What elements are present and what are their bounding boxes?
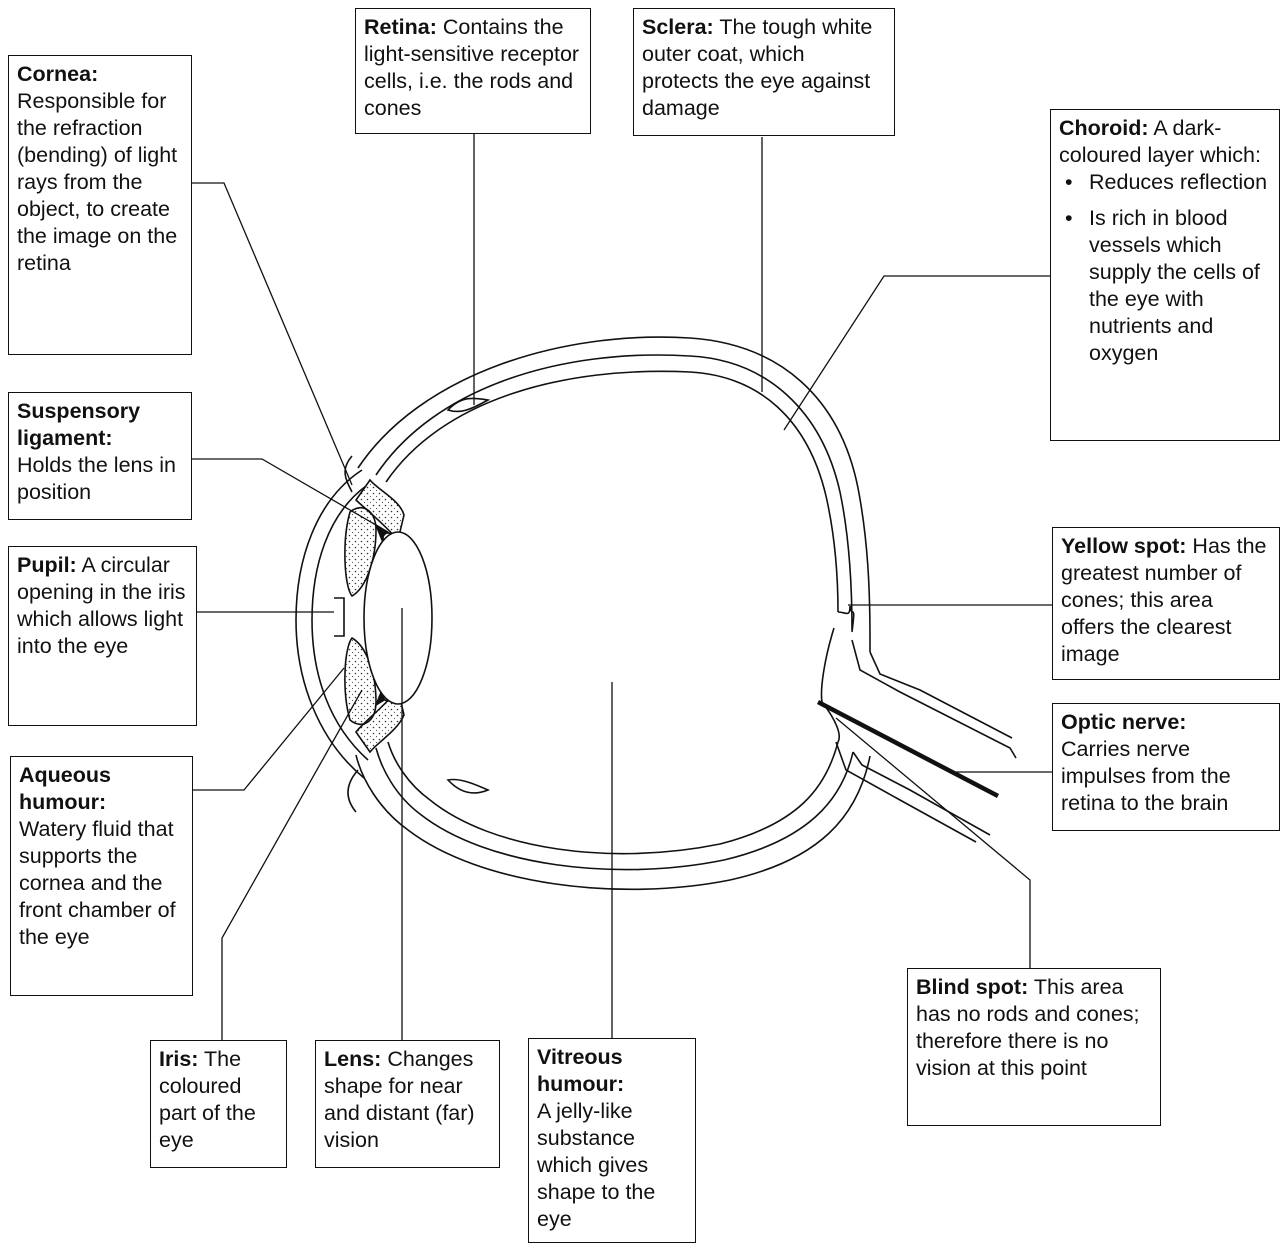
term-vitreous: Vitreous humour:	[537, 1045, 625, 1096]
choroid-bullet: Is rich in blood vessels which supply th…	[1065, 205, 1271, 367]
term-suspensory: Suspensory ligament:	[17, 399, 141, 450]
label-pupil: Pupil: A circular opening in the iris wh…	[8, 546, 197, 726]
retina-line	[385, 370, 839, 613]
desc-lens: Changes shape for near and distant (far)…	[324, 1047, 475, 1152]
choroid-bullet: Reduces reflection	[1065, 169, 1271, 196]
desc-optic-nerve: Carries nerve impulses from the retina t…	[1061, 737, 1231, 815]
term-blind-spot: Blind spot:	[916, 975, 1029, 999]
optic-nerve-upper	[851, 639, 1017, 759]
label-vitreous-humour: Vitreous humour: A jelly-like substance …	[528, 1038, 696, 1243]
label-lens: Lens: Changes shape for near and distant…	[315, 1040, 500, 1168]
sclera-outer	[357, 336, 871, 652]
desc-suspensory: Holds the lens in position	[17, 453, 176, 504]
sclera-outer-lower	[355, 754, 871, 891]
sclera-inner	[375, 354, 853, 631]
label-choroid: Choroid: A dark-coloured layer which: Re…	[1050, 109, 1280, 441]
term-pupil: Pupil:	[17, 553, 77, 577]
optic-nerve-lower	[852, 751, 991, 836]
term-retina: Retina:	[364, 15, 437, 39]
term-choroid: Choroid:	[1059, 116, 1149, 140]
iris-upper	[344, 506, 377, 598]
label-blind-spot: Blind spot: This area has no rods and co…	[907, 968, 1161, 1126]
term-optic-nerve: Optic nerve:	[1061, 710, 1187, 734]
desc-retina: Contains the light-sensitive receptor ce…	[364, 15, 580, 120]
desc-iris: The coloured part of the eye	[159, 1047, 256, 1152]
term-aqueous: Aqueous humour:	[19, 763, 111, 814]
optic-nerve-top	[869, 651, 1013, 739]
label-yellow-spot: Yellow spot: Has the greatest number of …	[1052, 527, 1280, 680]
cornea-inner	[311, 485, 369, 761]
label-retina: Retina: Contains the light-sensitive rec…	[355, 8, 591, 134]
yellow-spot-notch	[837, 605, 855, 633]
term-cornea: Cornea:	[17, 62, 99, 86]
label-iris: Iris: The coloured part of the eye	[150, 1040, 287, 1168]
label-aqueous-humour: Aqueous humour: Watery fluid that suppor…	[10, 756, 193, 996]
desc-aqueous: Watery fluid that supports the cornea an…	[19, 817, 176, 949]
cornea-outer	[295, 469, 365, 779]
desc-sclera: The tough white outer coat, which protec…	[642, 15, 873, 120]
retina-line-lower	[387, 741, 839, 855]
desc-choroid: A dark-coloured layer which:	[1059, 116, 1261, 167]
sclera-inner-lower	[375, 747, 854, 871]
desc-cornea: Responsible for the refraction (bending)…	[17, 89, 178, 275]
label-cornea: Cornea: Responsible for the refraction (…	[8, 55, 192, 355]
term-yellow-spot: Yellow spot:	[1061, 534, 1187, 558]
label-suspensory-ligament: Suspensory ligament: Holds the lens in p…	[8, 392, 192, 520]
lens	[363, 531, 433, 705]
choroid-bullets: Reduces reflection Is rich in blood vess…	[1059, 169, 1271, 367]
optic-nerve-bottom	[835, 741, 977, 843]
desc-vitreous: A jelly-like substance which gives shape…	[537, 1099, 656, 1231]
term-iris: Iris:	[159, 1047, 199, 1071]
term-sclera: Sclera:	[642, 15, 714, 39]
term-lens: Lens:	[324, 1047, 382, 1071]
label-optic-nerve: Optic nerve: Carries nerve impulses from…	[1052, 703, 1280, 831]
desc-pupil: A circular opening in the iris which all…	[17, 553, 186, 658]
desc-yellow-spot: Has the greatest number of cones; this a…	[1061, 534, 1267, 666]
label-sclera: Sclera: The tough white outer coat, whic…	[633, 8, 895, 136]
desc-blind-spot: This area has no rods and cones; therefo…	[916, 975, 1140, 1080]
